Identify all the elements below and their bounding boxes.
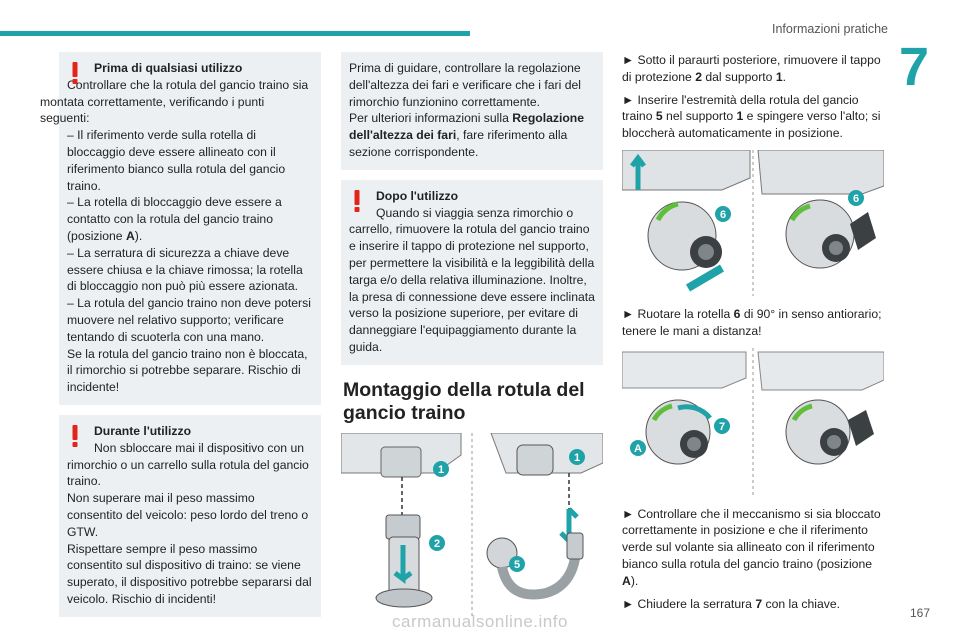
info-text: Prima di guidare, controllare la regolaz… [349, 61, 581, 109]
warning-text: – La serratura di sicurezza a chiave dev… [67, 245, 303, 294]
column-1: Prima di qualsiasi utilizzo Controllare … [40, 52, 321, 627]
watermark: carmanualsonline.info [392, 612, 568, 631]
step-close-lock: ► Chiudere la serratura 7 con la chiave. [622, 596, 841, 611]
warning-text: Non superare mai il peso massimo consent… [67, 491, 309, 539]
warning-text: Rispettare sempre il peso massimo consen… [67, 541, 312, 606]
figure-label: 2 [434, 538, 440, 550]
warning-exclamation-icon [70, 62, 80, 84]
warning-during-use: Durante l'utilizzo Non sbloccare mai il … [59, 414, 321, 617]
column-2: Prima di guidare, controllare la regolaz… [341, 52, 603, 619]
info-text: Per ulteriori informazioni sulla Regolaz… [349, 111, 585, 159]
figure-label: 1 [574, 452, 580, 464]
figure-label: 6 [853, 193, 859, 205]
section-heading: Montaggio della rotula del gancio traino [343, 378, 585, 424]
warning-exclamation-icon [70, 424, 80, 447]
figure-lock-check: 7 A [622, 347, 884, 496]
figure-label: 1 [438, 464, 444, 476]
figure-towball-mounting: 1 2 1 5 [341, 432, 603, 619]
figure-locking-wheel: 6 6 [622, 149, 884, 296]
warning-title: Dopo l'utilizzo [376, 188, 459, 203]
warning-text: Controllare che la rotula del gancio tra… [40, 77, 309, 126]
warning-text: Non sbloccare mai il dispositivo con un … [67, 440, 309, 489]
step-remove-cap: ► Sotto il paraurti posteriore, rimuover… [622, 53, 881, 84]
info-box-headlamp: Prima di guidare, controllare la regolaz… [341, 52, 603, 170]
warning-exclamation-icon [352, 189, 362, 212]
figure-label: A [634, 443, 642, 455]
warning-text: – Il riferimento verde sulla rotella di … [67, 128, 286, 193]
page-number: 167 [909, 606, 930, 620]
warning-title: Prima di qualsiasi utilizzo [94, 61, 243, 75]
warning-before-use: Prima di qualsiasi utilizzo Controllare … [40, 52, 321, 405]
column-3: ► Sotto il paraurti posteriore, rimuover… [622, 52, 884, 618]
warning-after-use: Dopo l'utilizzo Quando si viaggia senza … [341, 179, 603, 365]
header-accent-bar [0, 31, 470, 36]
section-title: Informazioni pratiche [771, 22, 888, 36]
figure-label: 6 [720, 209, 726, 221]
figure-label: 5 [514, 559, 520, 571]
warning-text: – La rotella di bloccaggio deve essere a… [67, 195, 282, 243]
warning-text: Se la rotula del gancio traino non è blo… [67, 346, 308, 395]
step-check-lock: ► Controllare che il meccanismo si sia b… [622, 506, 881, 588]
step-rotate-wheel: ► Ruotare la rotella 6 di 90° in senso a… [622, 306, 882, 338]
chapter-number: 7 [899, 37, 930, 97]
warning-text: – La rotula del gancio traino non deve p… [67, 296, 311, 344]
step-insert-towball: ► Inserire l'estremità della rotula del … [622, 92, 881, 141]
warning-title: Durante l'utilizzo [94, 423, 192, 438]
figure-label: 7 [719, 421, 725, 433]
warning-text: Quando si viaggia senza rimorchio o carr… [349, 205, 595, 354]
